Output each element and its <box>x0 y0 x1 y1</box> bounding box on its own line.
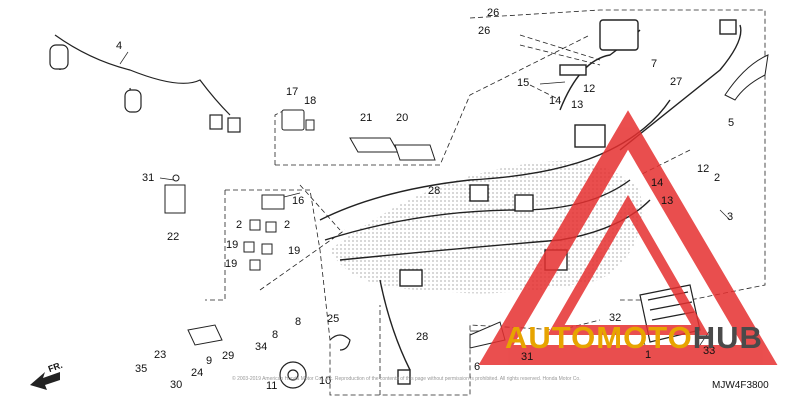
part-label-24: 24 <box>191 367 204 379</box>
watermark-brand: AUTOMOTOHUB <box>505 320 763 356</box>
part-label-29: 29 <box>222 350 235 362</box>
part-label-10: 10 <box>319 375 332 387</box>
front-direction-arrow <box>30 372 60 390</box>
part-label-2a: 2 <box>236 219 243 231</box>
part-label-12b: 12 <box>697 163 710 175</box>
watermark-logo <box>478 110 778 365</box>
part-label-8b: 8 <box>272 329 279 341</box>
part-label-25: 25 <box>327 313 340 325</box>
watermark-brand-part2: HUB <box>692 320 763 355</box>
part-label-34: 34 <box>255 341 268 353</box>
part-label-5: 5 <box>728 117 735 129</box>
part-label-14b: 14 <box>651 177 664 189</box>
diagram-code: MJW4F3800 <box>712 380 769 391</box>
part-label-16: 16 <box>292 195 305 207</box>
copyright-text: © 2003-2019 American Honda Motor Co., In… <box>232 376 581 382</box>
part-label-17: 17 <box>286 86 299 98</box>
part-label-18: 18 <box>304 95 317 107</box>
part-label-7: 7 <box>651 58 658 70</box>
watermark-brand-part1: AUTOMOTO <box>505 320 693 355</box>
horn-part-10 <box>279 361 307 389</box>
part-label-19a: 19 <box>226 239 239 251</box>
relay-parts <box>281 109 436 161</box>
part-pointers <box>119 51 731 346</box>
part-label-28b: 28 <box>416 331 429 343</box>
part-label-23: 23 <box>154 349 167 361</box>
part-label-26b: 26 <box>478 25 491 37</box>
part-label-26a: 26 <box>487 7 500 19</box>
part-label-12a: 12 <box>583 83 596 95</box>
clip-part-25 <box>329 334 351 351</box>
part-label-31a: 31 <box>142 172 155 184</box>
part-label-13a: 13 <box>571 99 584 111</box>
part-label-32: 32 <box>609 312 622 324</box>
cover-part-5 <box>724 54 769 101</box>
part-label-13b: 13 <box>661 195 674 207</box>
fuse-parts <box>164 174 285 271</box>
part-label-8a: 8 <box>295 316 302 328</box>
part-label-9: 9 <box>206 355 213 367</box>
part-label-27: 27 <box>670 76 683 88</box>
part-label-20: 20 <box>396 112 409 124</box>
part-label-1: 1 <box>645 349 652 361</box>
part-label-19b: 19 <box>288 245 301 257</box>
part-label-22: 22 <box>167 231 180 243</box>
part-label-15: 15 <box>517 77 530 89</box>
part-label-30: 30 <box>170 379 183 391</box>
part-label-28a: 28 <box>428 185 441 197</box>
bracket-part-29 <box>187 324 223 346</box>
part-label-6: 6 <box>474 361 481 373</box>
part-label-21: 21 <box>360 112 373 124</box>
part-label-4: 4 <box>116 40 123 52</box>
part-label-19c: 19 <box>225 258 238 270</box>
part-label-3: 3 <box>727 211 734 223</box>
part-label-2b: 2 <box>284 219 291 231</box>
part-label-31b: 31 <box>521 351 534 363</box>
part-label-14a: 14 <box>549 95 562 107</box>
part-label-11: 11 <box>266 380 278 392</box>
sub-harness-part-4 <box>49 34 241 133</box>
part-label-2c: 2 <box>714 172 721 184</box>
part-label-33: 33 <box>703 345 716 357</box>
part-label-35: 35 <box>135 363 148 375</box>
